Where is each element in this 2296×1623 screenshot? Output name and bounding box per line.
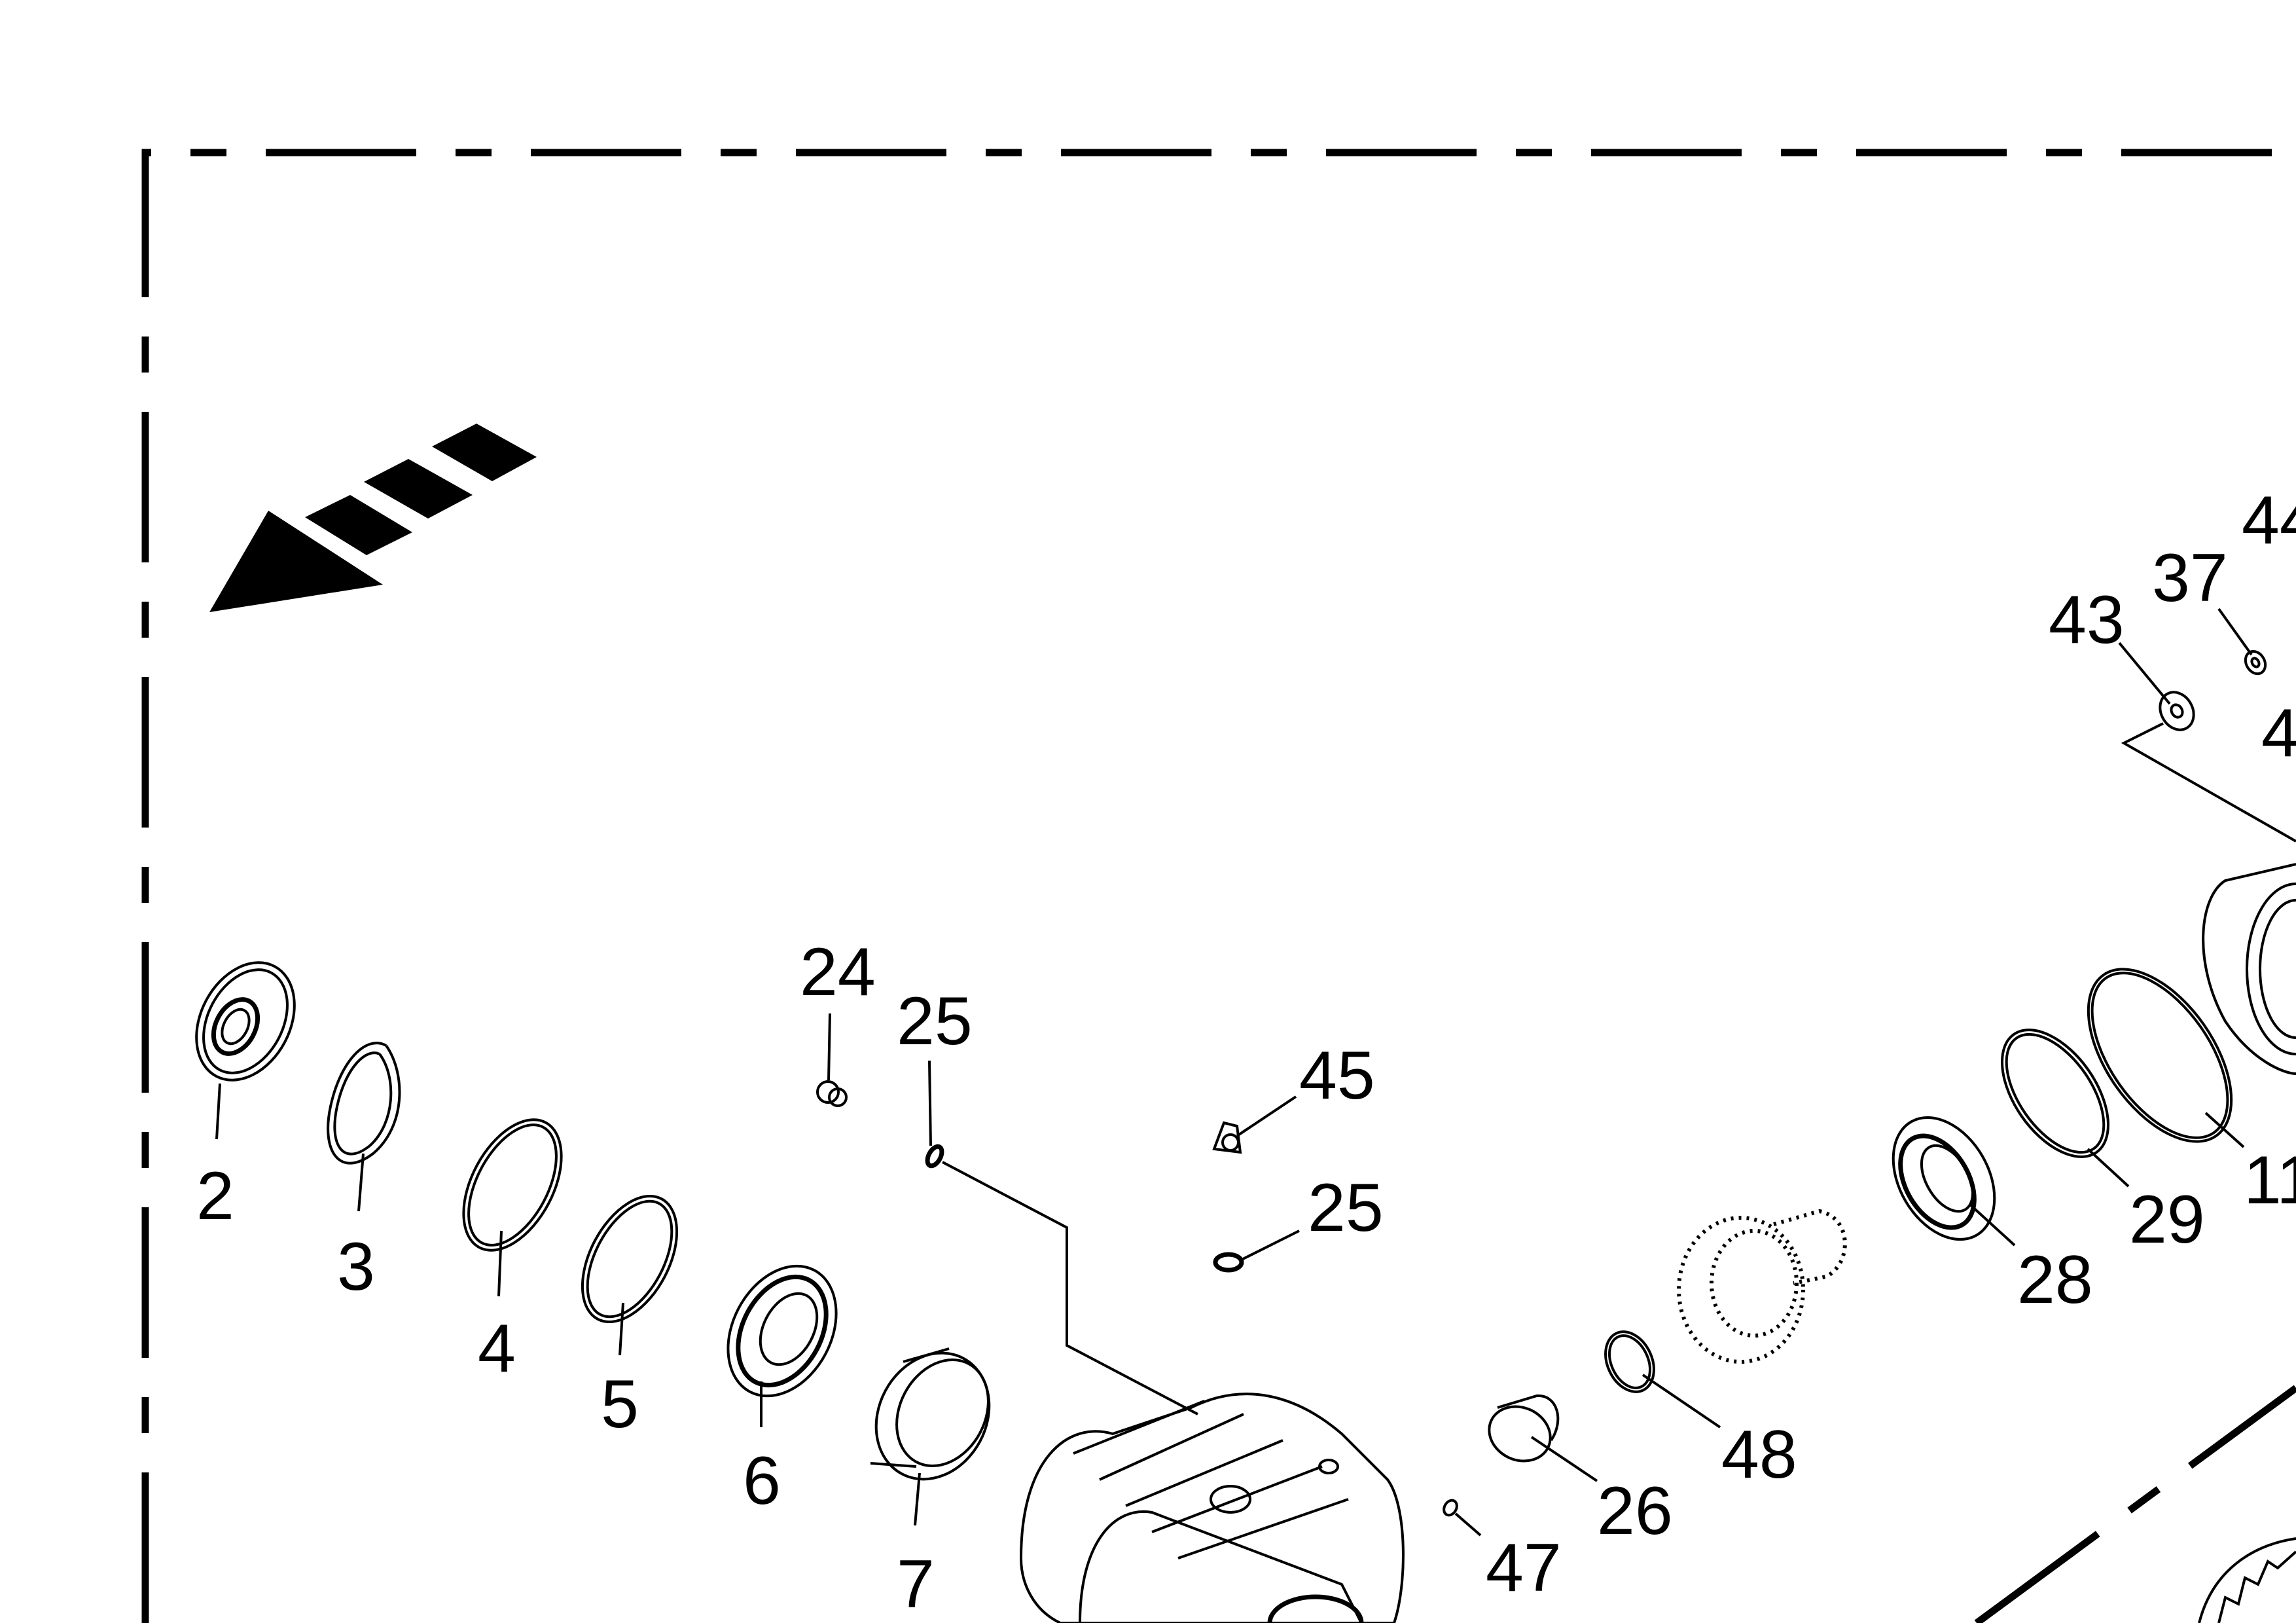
part-28-bearing xyxy=(1892,1116,1996,1241)
callout-5: 5 xyxy=(601,1366,639,1442)
part-4-ring xyxy=(462,1118,563,1252)
callout-4-right: 4 xyxy=(2261,695,2296,771)
callout-26: 26 xyxy=(1597,1473,1673,1549)
part-25-o-ring-upper xyxy=(925,1144,944,1169)
callout-labels: 2 3 4 5 6 7 24 25 45 25 47 26 48 28 29 1… xyxy=(196,483,2296,1622)
gear-housing xyxy=(1019,1393,1405,1623)
callout-37: 37 xyxy=(2152,540,2228,616)
part-43-washer xyxy=(2159,691,2195,731)
callout-6: 6 xyxy=(743,1443,781,1519)
callout-44: 44 xyxy=(2242,483,2296,558)
leader-lines xyxy=(215,608,2296,1537)
callout-11: 11 xyxy=(2244,1142,2296,1218)
part-47-small-o-ring xyxy=(1443,1499,1458,1517)
part-45-breather xyxy=(1212,1121,1242,1154)
bearing-cover-housing xyxy=(2202,863,2296,1075)
part-6-bearing xyxy=(726,1264,838,1398)
callout-3: 3 xyxy=(337,1229,375,1305)
part-26-cap xyxy=(1488,1394,1560,1463)
callout-43: 43 xyxy=(2049,582,2125,658)
callout-45: 45 xyxy=(1299,1038,1375,1114)
part-29-snap-ring xyxy=(2001,1029,2109,1158)
callout-7: 7 xyxy=(897,1546,935,1622)
callout-2: 2 xyxy=(196,1158,234,1234)
part-25-o-ring-lower xyxy=(1213,1252,1244,1273)
callout-47: 47 xyxy=(1486,1530,1562,1606)
part-3-snap-ring xyxy=(327,1042,401,1165)
direction-arrow-icon xyxy=(209,424,537,612)
part-2-seal xyxy=(195,961,296,1082)
callout-24: 24 xyxy=(800,934,876,1010)
dashed-boundary-frame xyxy=(141,149,2296,1623)
callout-25-upper: 25 xyxy=(897,983,973,1059)
callout-29: 29 xyxy=(2129,1182,2205,1258)
callout-25-lower: 25 xyxy=(1308,1170,1384,1246)
ring-gear-fragment xyxy=(2198,1537,2296,1623)
callout-48: 48 xyxy=(1721,1417,1797,1493)
phantom-pinion-gear xyxy=(1677,1209,1847,1364)
part-24-plug xyxy=(816,1080,848,1107)
callout-28: 28 xyxy=(2017,1242,2093,1318)
callout-4: 4 xyxy=(478,1311,516,1387)
part-48-o-ring xyxy=(1604,1330,1655,1393)
part-7-sleeve xyxy=(870,1347,991,1481)
part-37-washer xyxy=(2244,649,2267,676)
part-11-large-o-ring xyxy=(2087,968,2233,1143)
part-5-ring xyxy=(581,1194,679,1324)
